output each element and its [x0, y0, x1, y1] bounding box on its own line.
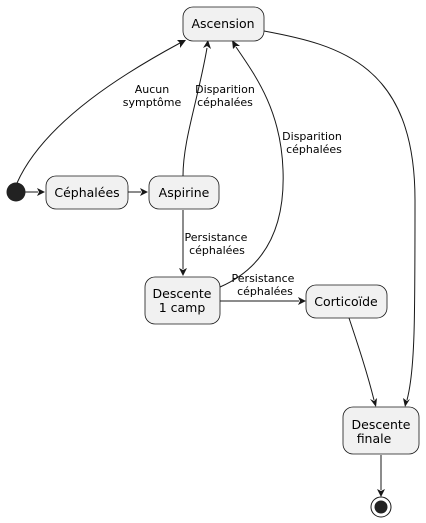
label-camp-to-corticoide: Persistance céphalées: [232, 272, 295, 298]
label-line-1: Disparition: [195, 83, 255, 96]
label-line-2: céphalées: [286, 143, 342, 156]
final-state: [370, 496, 392, 518]
label-line-1: Persistance: [185, 231, 248, 244]
label-line-1: Persistance: [232, 272, 295, 285]
edge-start-to-cephalees: [25, 188, 45, 196]
state-descente-1-camp: Descente 1 camp: [144, 276, 221, 325]
state-descente-finale: Descente finale: [342, 406, 420, 455]
state-label-line-1: Descente: [352, 417, 411, 432]
edge-ascension-to-descente-finale: [263, 30, 416, 407]
label-camp-to-ascension: Disparition céphalées: [282, 130, 342, 156]
edge-aspirine-to-ascension: [182, 40, 211, 177]
state-label: Corticoïde: [314, 294, 378, 309]
edge-descente-finale-to-end: [377, 455, 385, 497]
label-line-2: céphalées: [189, 244, 245, 257]
label-line-2: céphalées: [237, 285, 293, 298]
label-start-to-ascension: Aucun symptôme: [123, 83, 182, 109]
label-line-2: symptôme: [123, 96, 182, 109]
label-aspirine-to-ascension: Disparition céphalées: [195, 83, 255, 109]
state-ascension: Ascension: [182, 6, 265, 42]
state-label: Céphalées: [54, 185, 119, 200]
initial-state: [6, 182, 26, 202]
label-line-1: Aucun: [135, 83, 170, 96]
state-aspirine: Aspirine: [148, 175, 220, 210]
state-label: Ascension: [191, 16, 254, 31]
state-label-line-1: Descente: [153, 286, 212, 301]
state-label-line-2: 1 camp: [159, 300, 206, 315]
edge-camp-to-corticoide: [220, 297, 306, 305]
edge-start-to-ascension: [16, 40, 186, 184]
edge-camp-to-ascension: [219, 40, 284, 288]
state-label-line-2: finale: [357, 431, 392, 446]
state-corticoide: Corticoïde: [305, 284, 388, 319]
label-line-2: céphalées: [197, 96, 253, 109]
state-cephalees: Céphalées: [45, 175, 129, 210]
edge-corticoide-to-descente-finale: [348, 317, 377, 407]
state-label: Aspirine: [159, 185, 210, 200]
label-aspirine-to-camp: Persistance céphalées: [185, 231, 248, 257]
label-line-1: Disparition: [282, 130, 342, 143]
edge-aspirine-to-camp: [179, 210, 187, 276]
edge-cephalees-to-aspirine: [128, 188, 148, 196]
